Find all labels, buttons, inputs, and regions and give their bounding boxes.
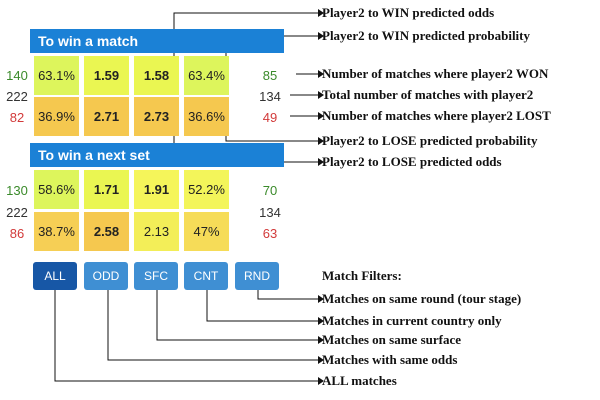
set-lose-pred-prob-cell: 47% — [184, 212, 229, 251]
set-right-won-count: 70 — [262, 183, 278, 198]
label-total-count: Total number of matches with player2 — [322, 87, 534, 102]
set-lose-prob-cell: 38.7% — [34, 212, 79, 251]
set-right-lost-count: 63 — [262, 226, 278, 241]
match-lost-count: 82 — [9, 110, 25, 125]
filter-sfc-button[interactable]: SFC — [134, 262, 178, 290]
set-lose-odds-cell: 2.58 — [84, 212, 129, 251]
set-lose-pred-odds-cell: 2.13 — [134, 212, 179, 251]
label-same-round: Matches on same round (tour stage) — [322, 291, 522, 306]
set-win-pred-prob-cell: 52.2% — [184, 170, 229, 209]
label-lose-prob: Player2 to LOSE predicted probability — [322, 133, 538, 148]
match-total-count: 222 — [6, 89, 28, 104]
match-section-header: To win a match — [30, 29, 284, 53]
match-right-total-count: 134 — [259, 89, 281, 104]
set-right-total-count: 134 — [259, 205, 281, 220]
match-win-pred-prob-cell: 63.4% — [184, 56, 229, 95]
label-same-surface: Matches on same surface — [322, 332, 461, 347]
match-lose-odds-cell: 2.71 — [84, 97, 129, 136]
label-all-matches: ALL matches — [322, 373, 397, 388]
set-won-count: 130 — [6, 183, 28, 198]
match-won-count: 140 — [6, 68, 28, 83]
label-lost-count: Number of matches where player2 LOST — [322, 108, 551, 123]
match-lose-prob-cell: 36.9% — [34, 97, 79, 136]
set-win-odds-cell: 1.71 — [84, 170, 129, 209]
set-total-count: 222 — [6, 205, 28, 220]
match-win-prob-cell: 63.1% — [34, 56, 79, 95]
label-same-odds: Matches with same odds — [322, 352, 458, 367]
label-match-filters: Match Filters: — [322, 268, 402, 283]
match-win-odds-cell: 1.59 — [84, 56, 129, 95]
match-lose-pred-prob-cell: 36.6% — [184, 97, 229, 136]
label-won-count: Number of matches where player2 WON — [322, 66, 549, 81]
set-win-pred-odds-cell: 1.91 — [134, 170, 179, 209]
label-lose-odds: Player2 to LOSE predicted odds — [322, 154, 502, 169]
match-right-won-count: 85 — [262, 68, 278, 83]
match-right-lost-count: 49 — [262, 110, 278, 125]
label-win-odds: Player2 to WIN predicted odds — [322, 5, 495, 20]
match-lose-pred-odds-cell: 2.73 — [134, 97, 179, 136]
match-win-pred-odds-cell: 1.58 — [134, 56, 179, 95]
filter-odd-button[interactable]: ODD — [84, 262, 128, 290]
set-section-header: To win a next set — [30, 143, 284, 167]
label-win-prob: Player2 to WIN predicted probability — [322, 28, 530, 43]
set-win-prob-cell: 58.6% — [34, 170, 79, 209]
filter-rnd-button[interactable]: RND — [235, 262, 279, 290]
filter-all-button[interactable]: ALL — [33, 262, 77, 290]
set-lost-count: 86 — [9, 226, 25, 241]
filter-cnt-button[interactable]: CNT — [184, 262, 228, 290]
label-current-country: Matches in current country only — [322, 313, 502, 328]
